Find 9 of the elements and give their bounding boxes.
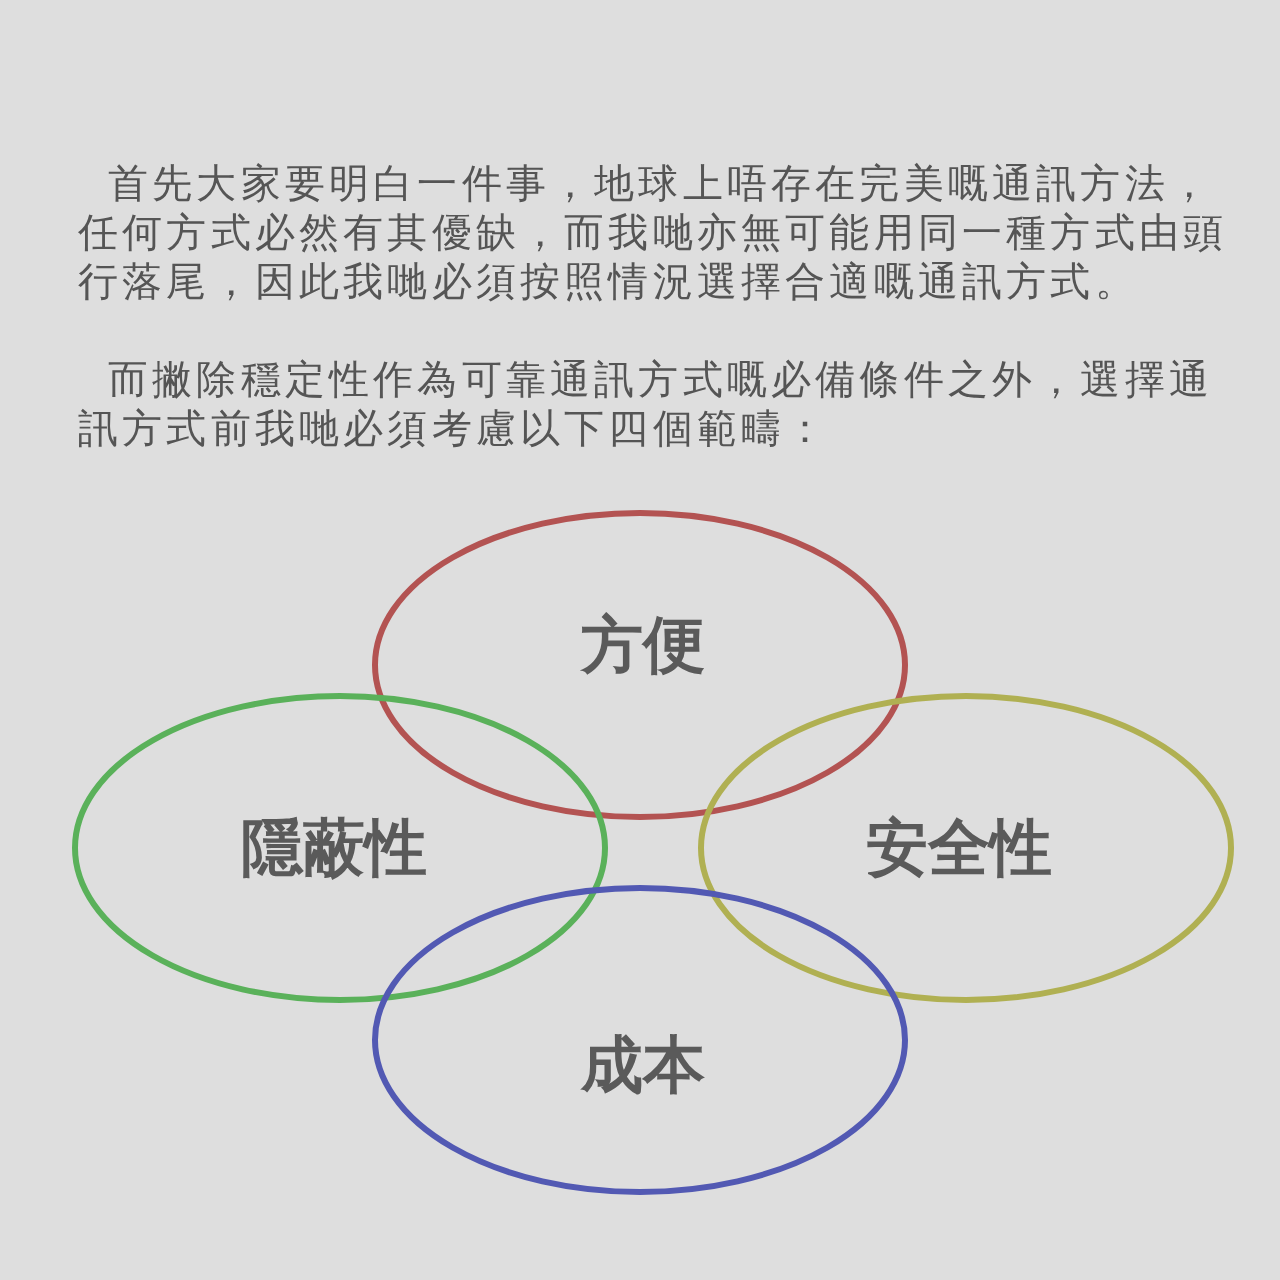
category-label: 安全性 [866,813,1052,883]
category-label: 方便 [581,610,705,680]
intro-paragraph: 而撇除穩定性作為可靠通訊方式嘅必備條件之外，選擇通訊方式前我哋必須考慮以下四個範疇： [78,355,1214,453]
category-ellipse [372,885,908,1195]
category-ellipse [72,693,608,1003]
category-label: 成本 [581,1030,705,1100]
category-ellipse [698,693,1234,1003]
intro-paragraph: 首先大家要明白一件事，地球上唔存在完美嘅通訊方法，任何方式必然有其優缺，而我哋亦無可能用同一種方式由頭行落尾，因此我哋必須按照情況選擇合適嘅通訊方式。 [78,159,1229,306]
category-label: 隱蔽性 [241,813,427,883]
